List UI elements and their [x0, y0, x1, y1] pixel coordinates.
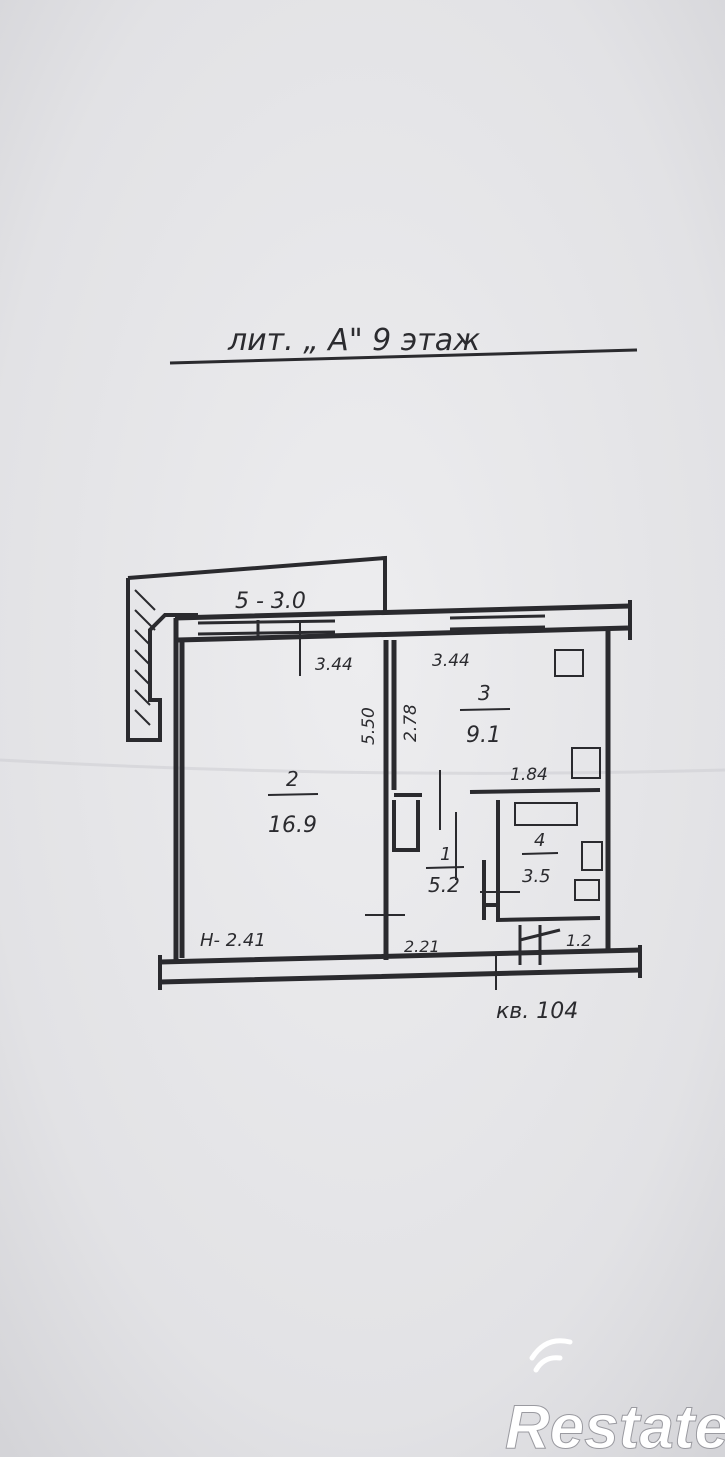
dim-bottom-mid: 2.21: [404, 937, 440, 956]
plan-labels: 5 - 3.0 3.44 3.44 5.50 2.78 2 16.9 3 9.1…: [200, 589, 591, 1024]
room1-fraction-line: [425, 866, 465, 869]
room4-area: 3.5: [522, 866, 551, 887]
room2-number: 2: [286, 767, 299, 791]
window-left: [197, 619, 336, 636]
restate-watermark: Restate: [505, 1338, 725, 1457]
watermark-text: Restate: [505, 1393, 725, 1457]
dim-top-left: 3.44: [315, 655, 353, 675]
toilet-fixture: [574, 879, 600, 901]
apartment-label: кв. 104: [496, 999, 578, 1024]
wall-room2-room3: [383, 640, 397, 960]
dim-vertical-b: 2.78: [401, 704, 421, 742]
bottom-wall-caps: [158, 945, 642, 990]
dim-kitchen-width: 1.84: [510, 765, 548, 785]
bath-sink-fixture: [581, 841, 603, 871]
floor-plan: [126, 555, 642, 990]
room1-number: 1: [440, 844, 451, 865]
header-title: лит. „ А" 9 этаж: [227, 323, 480, 358]
outer-wall-bottom: [159, 947, 641, 985]
room4-number: 4: [534, 830, 545, 851]
room3-fraction-line: [459, 708, 511, 711]
bathtub-fixture: [514, 802, 578, 826]
stove-fixture: [554, 649, 584, 677]
outer-wall-left: [173, 618, 185, 962]
wall-bathroom: [482, 800, 601, 923]
paper-fold: [0, 758, 725, 775]
wall-room3-bottom: [394, 788, 601, 797]
balcony-hatch: [134, 589, 156, 726]
door-marks: [299, 620, 520, 990]
sink-fixture: [571, 747, 601, 779]
height-label: H- 2.41: [200, 930, 266, 951]
header: лит. „ А" 9 этаж: [169, 323, 638, 365]
balcony-outline: [126, 555, 387, 742]
room2-fraction-line: [267, 793, 319, 796]
window-right: [449, 614, 546, 631]
room2-area: 16.9: [268, 813, 317, 838]
outer-wall-top: [174, 603, 631, 643]
dim-top-right: 3.44: [432, 651, 470, 671]
wall-corridor: [392, 800, 420, 852]
room4-fraction-line: [521, 852, 559, 855]
balcony-label: 5 - 3.0: [235, 589, 306, 614]
room1-area: 5.2: [428, 873, 460, 897]
room3-area: 9.1: [466, 723, 501, 748]
wall-wc: [518, 925, 561, 965]
header-underline: [169, 348, 638, 365]
dim-vertical-a: 5.50: [359, 707, 379, 745]
dim-bottom-right: 1.2: [566, 931, 591, 950]
room3-number: 3: [478, 681, 491, 705]
watermark-signal-icon: [529, 1338, 573, 1373]
